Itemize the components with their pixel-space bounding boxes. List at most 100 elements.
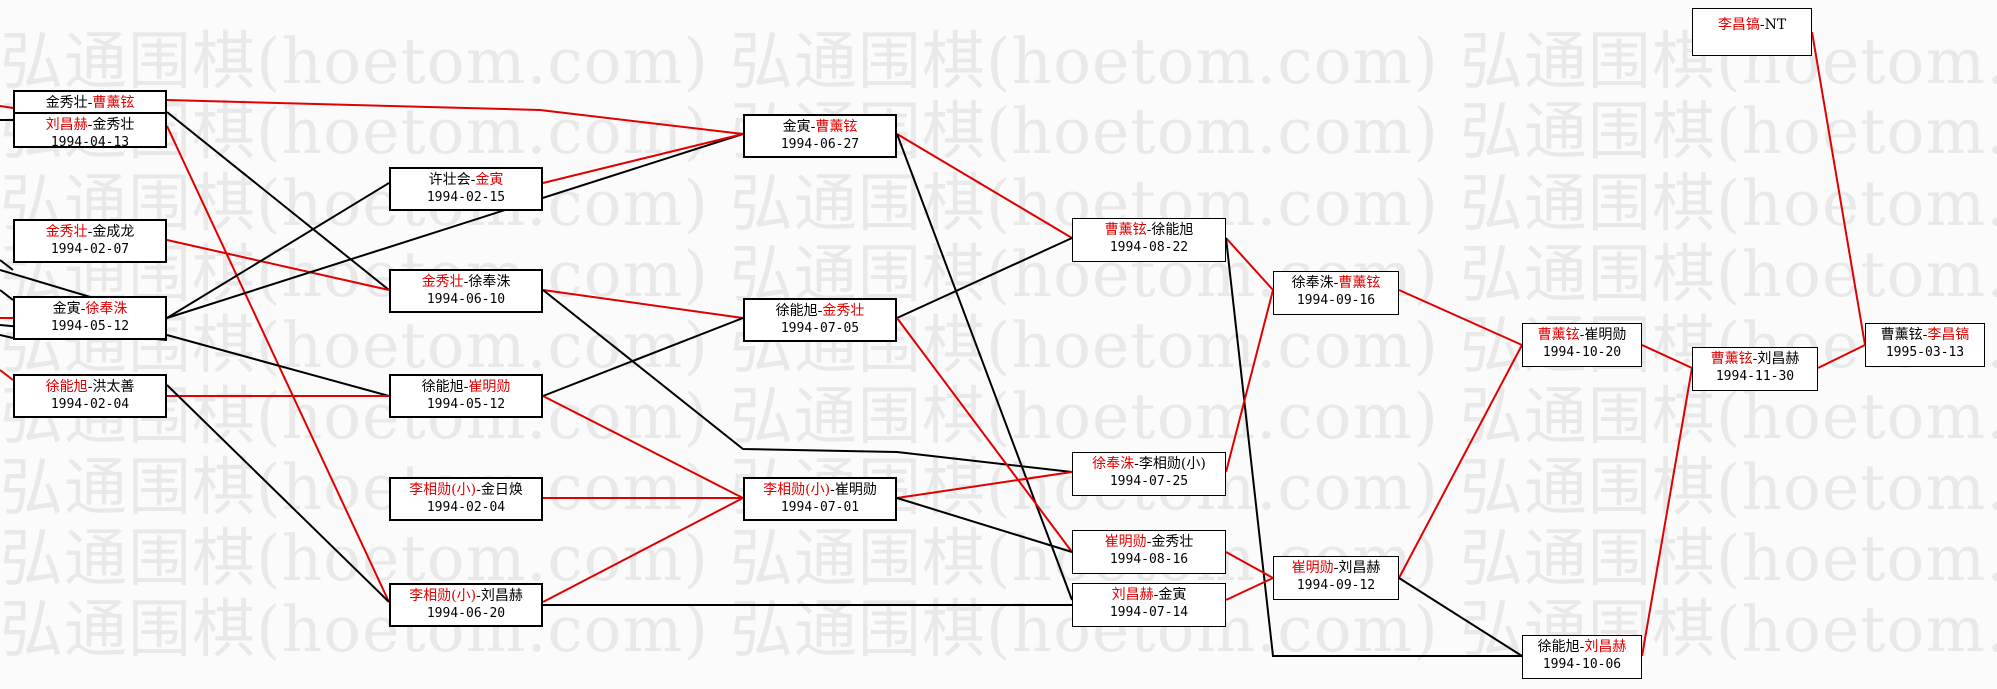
- winner-connector-line: [1398, 344, 1523, 579]
- player-name: 金秀壮: [421, 274, 464, 290]
- player-name: 许壮会: [428, 172, 471, 188]
- match-date: 1994-02-15: [426, 190, 506, 205]
- loser-connector-line: [1398, 577, 1523, 657]
- match-node[interactable]: 李昌镐-NT: [1692, 8, 1812, 56]
- player-name: 徐能旭: [45, 379, 88, 395]
- match-players: 李相勋(小)-金日焕: [409, 482, 523, 498]
- match-players: 李昌镐-NT: [1717, 17, 1787, 33]
- winner-connector-line: [896, 133, 1073, 239]
- player-name: 李昌镐: [1927, 327, 1970, 343]
- match-players: 许壮会-金寅: [428, 172, 504, 188]
- player-name: 刘昌赫: [1584, 639, 1627, 655]
- player-name: 曹薰铉: [1710, 351, 1753, 367]
- watermark-text: 弘通围棋(hoetom.com) 弘通围棋(hoetom.com) 弘通围棋(h…: [0, 593, 1997, 666]
- player-name: 刘昌赫: [1338, 560, 1381, 576]
- player-name: 徐能旭: [421, 379, 464, 395]
- match-date: 1994-02-04: [426, 500, 506, 515]
- player-name: 李相勋(小): [409, 482, 477, 498]
- loser-connector-line: [896, 237, 1073, 319]
- loser-connector-line: [166, 384, 390, 603]
- match-node[interactable]: 徐奉洙-李相勋(小)1994-07-25: [1072, 452, 1226, 496]
- loser-connector-line: [542, 289, 1073, 473]
- loser-connector-line: [0, 334, 14, 339]
- match-players: 曹薰铉-刘昌赫: [1710, 351, 1800, 367]
- winner-connector-line: [1811, 31, 1866, 346]
- player-name: NT: [1764, 17, 1787, 33]
- match-node[interactable]: 徐能旭-崔明勋 1994-05-12: [389, 374, 543, 418]
- winner-connector-line: [166, 99, 744, 135]
- winner-connector-line: [1641, 367, 1693, 657]
- match-date: 1994-06-27: [780, 137, 860, 152]
- loser-connector-line: [1225, 237, 1522, 657]
- player-name: 李相勋(小): [763, 482, 831, 498]
- player-name: 金寅: [475, 172, 504, 188]
- winner-connector-line: [166, 239, 390, 291]
- watermark-text: 弘通围棋(hoetom.com) 弘通围棋(hoetom.com) 弘通围棋(h…: [0, 95, 1997, 168]
- match-node[interactable]: 徐能旭-刘昌赫 1994-10-06: [1522, 635, 1642, 679]
- player-name: 徐奉洙: [1291, 275, 1334, 291]
- winner-connector-line: [1225, 289, 1274, 473]
- player-name: 曹薰铉: [815, 119, 858, 135]
- match-date: 1994-09-16: [1296, 293, 1376, 308]
- winner-connector-line: [1817, 344, 1866, 369]
- winner-connector-line: [542, 395, 744, 499]
- player-name: 李相勋(小): [1138, 456, 1206, 472]
- match-date: 1994-07-14: [1109, 605, 1189, 620]
- loser-connector-line: [896, 497, 1073, 553]
- match-players: 金寅-曹薰铉: [782, 119, 858, 135]
- match-date: 1994-05-12: [50, 319, 130, 334]
- match-players: 崔明勋-金秀壮: [1104, 534, 1194, 550]
- player-name: 曹薰铉: [1880, 327, 1923, 343]
- match-node[interactable]: 许壮会-金寅 1994-02-15: [389, 167, 543, 211]
- player-name: 徐奉洙: [468, 274, 511, 290]
- match-players: 徐能旭-刘昌赫: [1537, 639, 1627, 655]
- match-node[interactable]: 李相勋(小)-崔明勋 1994-07-01: [743, 477, 897, 521]
- match-players: 徐奉洙-李相勋(小): [1092, 456, 1206, 472]
- winner-connector-line: [1641, 344, 1693, 369]
- match-players: 徐能旭-崔明勋: [421, 379, 511, 395]
- match-node[interactable]: 金秀壮-徐奉洙 1994-06-10: [389, 269, 543, 313]
- player-name: 徐能旭: [775, 303, 818, 319]
- loser-connector-line: [0, 259, 14, 271]
- match-players: 刘昌赫-金秀壮: [45, 117, 135, 133]
- match-date: 1994-05-12: [426, 397, 506, 412]
- match-date: 1994-07-01: [780, 500, 860, 515]
- player-name: 金秀壮: [45, 224, 88, 240]
- player-name: 金寅: [1158, 587, 1187, 603]
- watermark-text: 弘通围棋(hoetom.com) 弘通围棋(hoetom.com) 弘通围棋(h…: [0, 309, 1997, 382]
- player-name: 曹薰铉: [92, 95, 135, 111]
- loser-connector-line: [542, 317, 744, 397]
- match-date: 1994-10-06: [1542, 657, 1622, 672]
- player-name: 金秀壮: [92, 117, 135, 133]
- winner-connector-line: [542, 289, 744, 319]
- match-players: 李相勋(小)-崔明勋: [763, 482, 877, 498]
- winner-connector-line: [166, 125, 390, 603]
- player-name: 李昌镐: [1717, 17, 1760, 33]
- match-players: 金秀壮-徐奉洙: [421, 274, 511, 290]
- player-name: 刘昌赫: [1757, 351, 1800, 367]
- match-players: 徐能旭-金秀壮: [775, 303, 865, 319]
- player-name: 李相勋(小): [409, 588, 477, 604]
- match-date: 1994-06-10: [426, 292, 506, 307]
- match-node[interactable]: 金寅-曹薰铉 1994-06-27: [743, 114, 897, 158]
- player-name: 徐奉洙: [1092, 456, 1135, 472]
- winner-connector-line: [0, 369, 14, 381]
- player-name: 金秀壮: [1151, 534, 1194, 550]
- match-node[interactable]: 李相勋(小)-金日焕 1994-02-04: [389, 477, 543, 521]
- winner-connector-line: [1398, 289, 1523, 346]
